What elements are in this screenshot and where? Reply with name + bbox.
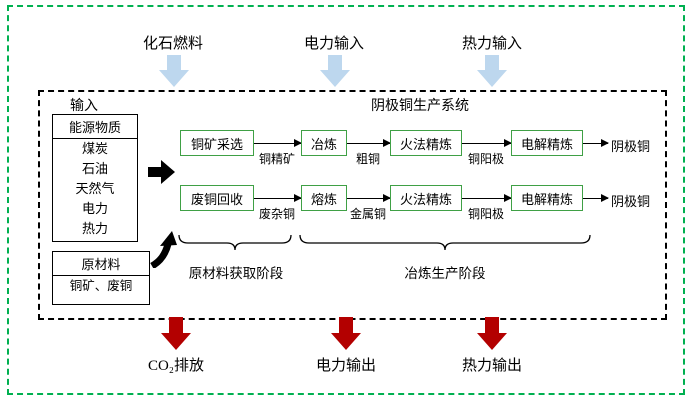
energy-item-electricity: 电力 [81, 201, 108, 216]
materials-box-content: 铜矿、废铜 [69, 279, 133, 293]
process-box-fire-refining-2: 火法精炼 [390, 185, 462, 211]
system-boundary-border [7, 5, 685, 395]
process-box-smelting: 冶炼 [301, 130, 347, 156]
stage-label-production: 冶炼生产阶段 [404, 266, 486, 281]
input-section-label: 输入 [70, 99, 98, 114]
co2-emission-down-arrow-icon [161, 317, 191, 350]
energy-feed-right-arrow-icon [148, 160, 175, 184]
energy-substances-box: 能源物质 煤炭 石油 天然气 电力 热力 [52, 114, 138, 242]
flow-arrow [347, 139, 391, 148]
heat-input-label: 热力输入 [461, 36, 522, 52]
electricity-input-down-arrow-icon [320, 55, 350, 87]
heat-input-down-arrow-icon [477, 55, 507, 87]
link-label-metallic-copper: 金属铜 [349, 207, 386, 221]
flow-arrow [254, 194, 302, 203]
electricity-output-label: 电力输出 [315, 358, 376, 374]
heat-output-down-arrow-icon [477, 317, 507, 350]
link-label-scrap-copper: 废杂铜 [258, 207, 295, 221]
process-box-fire-refining-1: 火法精炼 [390, 130, 462, 156]
flow-arrow [583, 139, 609, 148]
link-label-copper-anode-1: 铜阳极 [467, 152, 504, 166]
output-cathode-copper-2: 阴极铜 [611, 194, 651, 209]
energy-item-heat: 热力 [81, 221, 108, 236]
materials-box-title: 原材料 [53, 252, 149, 276]
process-box-scrap-recovery: 废铜回收 [180, 185, 254, 211]
flow-arrow [347, 194, 391, 203]
process-box-electrolytic-refining-1: 电解精炼 [511, 130, 583, 156]
link-label-blister-copper: 粗铜 [355, 152, 380, 166]
flow-arrow [254, 139, 302, 148]
heat-output-label: 热力输出 [461, 358, 522, 374]
link-label-copper-concentrate: 铜精矿 [258, 152, 295, 166]
link-label-copper-anode-2: 铜阳极 [467, 207, 504, 221]
flow-arrow [583, 194, 609, 203]
flow-arrow [462, 139, 512, 148]
flow-arrow [462, 194, 512, 203]
materials-feed-curved-arrow-icon [150, 231, 177, 268]
output-cathode-copper-1: 阴极铜 [611, 139, 651, 154]
co2-emission-label: CO₂排放 [147, 358, 205, 374]
system-title: 阴极铜生产系统 [371, 99, 469, 114]
energy-item-natural-gas: 天然气 [75, 181, 115, 196]
production-stage-brace [299, 234, 591, 251]
acquisition-stage-brace [178, 234, 292, 251]
process-box-electrolytic-refining-2: 电解精炼 [511, 185, 583, 211]
fossil-fuel-label: 化石燃料 [142, 36, 203, 52]
stage-label-acquisition: 原材料获取阶段 [188, 266, 284, 281]
energy-box-title: 能源物质 [53, 115, 137, 139]
energy-item-oil: 石油 [81, 161, 108, 176]
fossil-fuel-down-arrow-icon [159, 55, 189, 87]
electricity-input-label: 电力输入 [303, 36, 364, 52]
electricity-output-down-arrow-icon [331, 317, 361, 350]
process-box-ore-mining: 铜矿采选 [180, 130, 254, 156]
raw-materials-box: 原材料 铜矿、废铜 [52, 251, 150, 305]
process-box-melting: 熔炼 [301, 185, 347, 211]
energy-item-coal: 煤炭 [81, 141, 108, 156]
